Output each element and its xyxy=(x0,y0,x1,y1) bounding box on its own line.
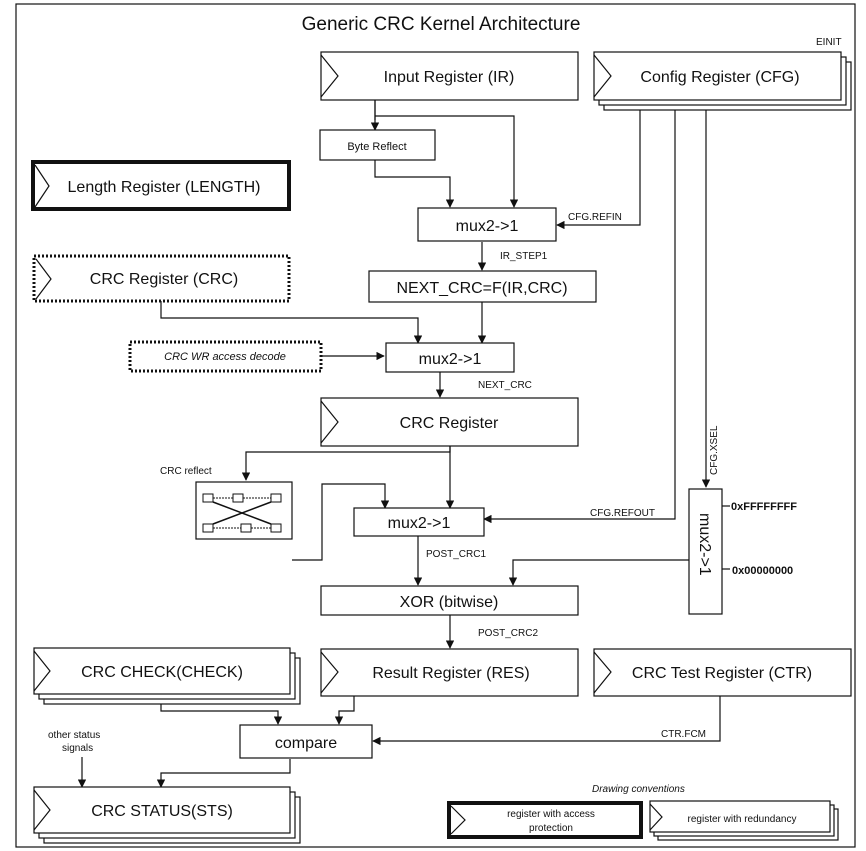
mux-wr: mux2->1 xyxy=(385,342,515,373)
einit-label: EINIT xyxy=(816,37,842,48)
legend-access-protection: register with access protection xyxy=(447,801,643,839)
byte-reflect-block: Byte Reflect xyxy=(319,129,436,161)
byte-reflect-label: Byte Reflect xyxy=(347,141,406,153)
cfg-refin-label: CFG.REFIN xyxy=(568,212,622,223)
next-crc-function: NEXT_CRC=F(IR,CRC) xyxy=(368,270,597,303)
crc-register-crc-label: CRC Register (CRC) xyxy=(90,271,238,288)
length-register: Length Register (LENGTH) xyxy=(31,160,291,211)
crc-check-register-label: CRC CHECK(CHECK) xyxy=(81,664,243,681)
result-register-label: Result Register (RES) xyxy=(372,665,529,682)
mux-wr-label: mux2->1 xyxy=(419,351,482,368)
compare-block-label: compare xyxy=(275,735,337,752)
legend-title: Drawing conventions xyxy=(592,784,685,795)
crc-wr-access-decode: CRC WR access decode xyxy=(128,340,323,373)
ir-step1-label: IR_STEP1 xyxy=(500,251,548,262)
xor-block-label: XOR (bitwise) xyxy=(400,594,499,611)
constant-zero-label: 0x00000000 xyxy=(732,565,793,577)
config-register: Config Register (CFG) xyxy=(593,51,852,111)
input-register-label: Input Register (IR) xyxy=(384,69,515,86)
input-register: Input Register (IR) xyxy=(320,51,579,101)
crc-register-crc: CRC Register (CRC) xyxy=(32,254,291,303)
crc-status-register-label: CRC STATUS(STS) xyxy=(91,803,233,820)
legend: Drawing conventions register with access… xyxy=(447,784,839,841)
result-register: Result Register (RES) xyxy=(320,648,579,697)
length-register-label: Length Register (LENGTH) xyxy=(68,179,261,196)
post-crc2-label: POST_CRC2 xyxy=(478,628,538,639)
crc-check-register: CRC CHECK(CHECK) xyxy=(33,647,301,705)
crc-register: CRC Register xyxy=(320,397,579,447)
crc-wr-access-decode-label: CRC WR access decode xyxy=(164,351,286,363)
crc-status-register: CRC STATUS(STS) xyxy=(33,786,301,844)
mux-xsel: mux2->1 xyxy=(688,488,723,615)
config-register-label: Config Register (CFG) xyxy=(640,69,799,86)
legend-access-label-2: protection xyxy=(529,823,573,834)
other-status-label-2: signals xyxy=(62,743,93,754)
cfg-refout-label: CFG.REFOUT xyxy=(590,508,655,519)
next-crc-function-label: NEXT_CRC=F(IR,CRC) xyxy=(396,280,567,297)
mux-refin-label: mux2->1 xyxy=(456,218,519,235)
mux-refout: mux2->1 xyxy=(353,507,485,537)
diagram-title: Generic CRC Kernel Architecture xyxy=(302,14,581,35)
crc-test-register: CRC Test Register (CTR) xyxy=(593,648,852,697)
cfg-xsel-label: CFG.XSEL xyxy=(709,425,720,475)
crc-register-label: CRC Register xyxy=(400,415,499,432)
xor-block: XOR (bitwise) xyxy=(320,585,579,616)
mux-refin: mux2->1 xyxy=(417,207,557,242)
mux-refout-label: mux2->1 xyxy=(388,515,451,532)
mux-xsel-label: mux2->1 xyxy=(696,513,713,576)
legend-redundancy-label: register with redundancy xyxy=(688,814,797,825)
crc-reflect-icon xyxy=(195,481,293,540)
crc-reflect-label: CRC reflect xyxy=(160,466,212,477)
legend-redundancy: register with redundancy xyxy=(649,800,839,841)
next-crc-label: NEXT_CRC xyxy=(478,380,532,391)
other-status-label-1: other status xyxy=(48,730,100,741)
ctr-fcm-label: CTR.FCM xyxy=(661,729,706,740)
outer-frame xyxy=(15,3,856,848)
legend-access-label-1: register with access xyxy=(507,809,595,820)
compare-block: compare xyxy=(239,724,373,759)
wires xyxy=(77,100,730,788)
constant-ffffffff-label: 0xFFFFFFFF xyxy=(731,501,797,513)
crc-test-register-label: CRC Test Register (CTR) xyxy=(632,665,812,682)
post-crc1-label: POST_CRC1 xyxy=(426,549,486,560)
